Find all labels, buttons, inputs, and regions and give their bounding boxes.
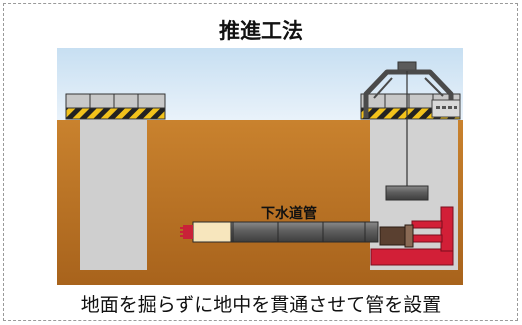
- jacking-platform: [370, 248, 454, 266]
- control-box-lamps: [436, 106, 457, 109]
- figure-frame: [3, 3, 518, 321]
- left-shaft: [80, 120, 147, 270]
- pipe-being-pushed: [379, 226, 408, 246]
- boring-machine: [192, 221, 232, 243]
- hanging-pipe-segment: [385, 185, 429, 201]
- push-ring: [404, 224, 414, 248]
- diagram-title: 推進工法: [219, 19, 303, 43]
- cutter-head: [180, 225, 193, 239]
- jack-reaction-wall: [440, 206, 454, 252]
- gantry-crane: [363, 61, 454, 186]
- diagram-caption: 地面を掘らずに地中を貫通させて管を設置: [80, 294, 442, 316]
- pipe-label: 下水道管: [261, 205, 317, 222]
- left-ground-slabs: [65, 93, 166, 120]
